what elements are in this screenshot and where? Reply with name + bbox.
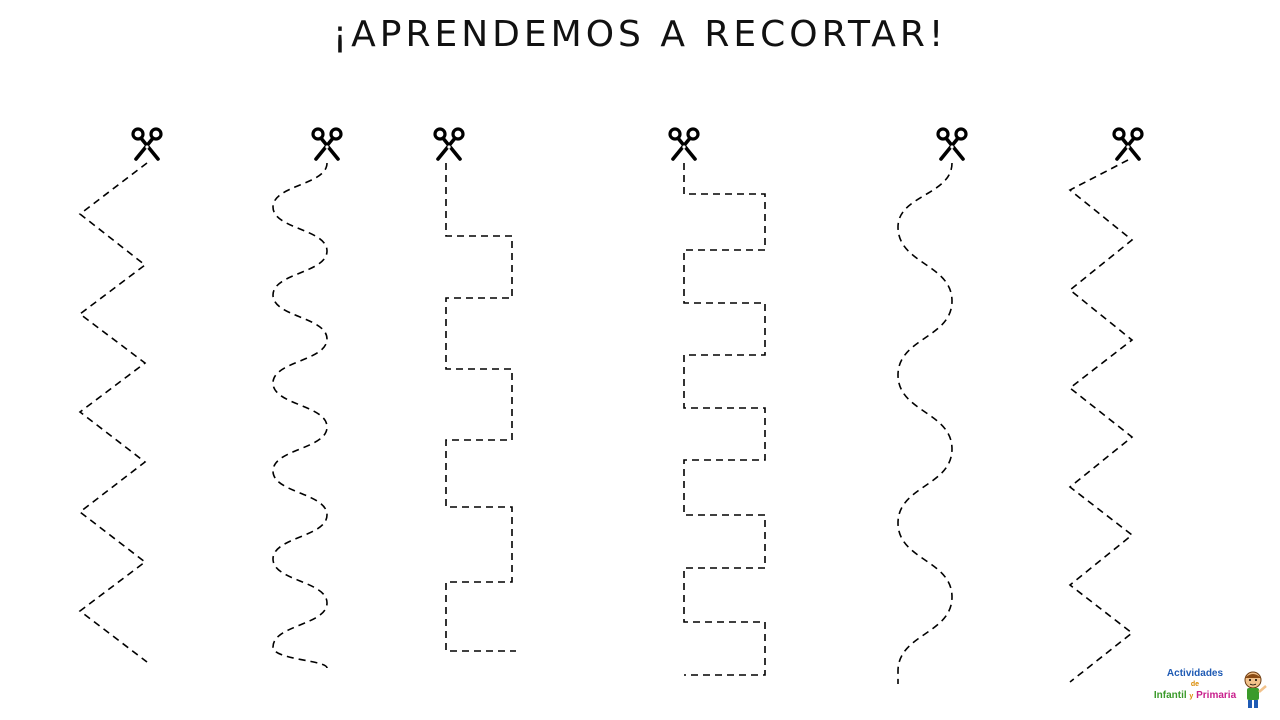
scissors-icon [311,127,343,161]
cut-line-3[interactable] [433,127,516,652]
brand-logo: Actividades de Infantil y Primaria [1140,668,1250,702]
scissors-icon [433,127,465,161]
cut-line-4[interactable] [668,127,766,676]
logo-line-2: de [1190,681,1200,688]
scissors-icon [936,127,968,161]
mascot-icon [1244,671,1267,708]
scissors-icon [1112,127,1144,161]
scissors-icon [131,127,163,161]
logo-line-3: Infantil y Primaria [1153,690,1237,701]
cut-line-2[interactable] [272,127,343,669]
cut-line-1[interactable] [78,127,163,663]
logo-line-1: Actividades [1166,668,1224,679]
cut-line-6[interactable] [1068,127,1144,683]
page-title: ¡APRENDEMOS A RECORTAR! [332,14,948,55]
scissors-icon [668,127,700,161]
cut-line-5[interactable] [897,127,968,684]
